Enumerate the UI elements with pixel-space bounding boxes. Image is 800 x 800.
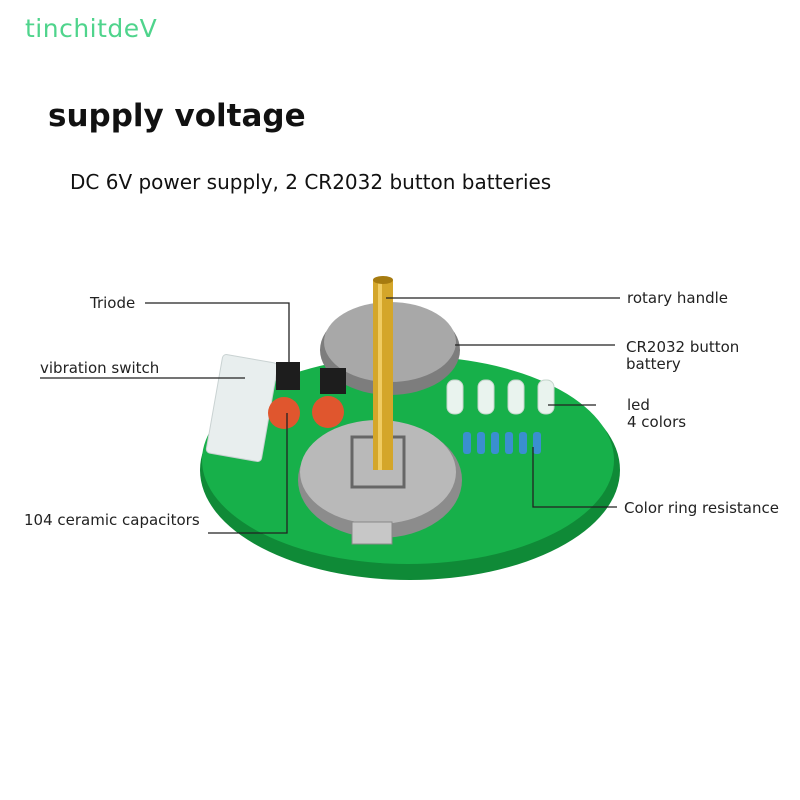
label-vibration-switch: vibration switch — [40, 359, 160, 377]
page-subtitle: DC 6V power supply, 2 CR2032 button batt… — [70, 170, 552, 194]
label-triode: Triode — [90, 294, 136, 312]
transistor-1 — [276, 362, 300, 390]
label-battery-line1: CR2032 button — [626, 338, 740, 356]
label-rotary-handle: rotary handle — [627, 289, 729, 307]
label-capacitors: 104 ceramic capacitors — [24, 511, 200, 529]
capacitor-2 — [312, 396, 344, 428]
label-led-line2: 4 colors — [627, 413, 687, 431]
led-group — [446, 379, 555, 415]
capacitor-1 — [268, 397, 300, 429]
resistance-leader — [532, 447, 617, 508]
label-battery-line2: battery — [626, 355, 681, 373]
capacitor-leader — [208, 413, 288, 534]
transistor-2 — [320, 368, 346, 394]
label-led-line1: led — [627, 396, 650, 414]
leader-lines — [40, 297, 620, 534]
brand-watermark: tinchitdeV — [25, 14, 158, 43]
triode-leader — [145, 302, 290, 362]
resistor-group — [463, 432, 541, 454]
battery-clip — [351, 521, 393, 545]
label-resistance: Color ring resistance — [624, 499, 779, 517]
page-title: supply voltage — [48, 98, 306, 134]
rotary-handle-part — [373, 280, 393, 470]
